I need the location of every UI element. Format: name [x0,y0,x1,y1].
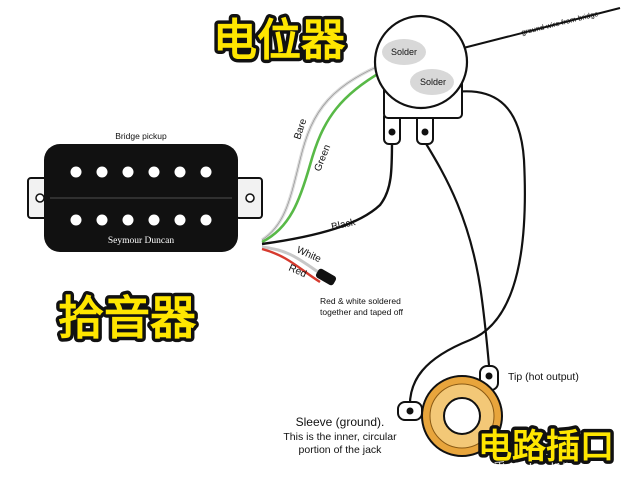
potentiometer: Solder Solder [373,14,469,145]
sleeve-note-3: portion of the jack [299,444,383,456]
label-white: White [295,245,323,266]
pickup-caption: Bridge pickup [115,131,167,141]
hot-wire [424,141,492,377]
label-red: Red [287,263,308,281]
red-white-note-2: together and taped off [320,307,404,317]
green-wire [261,60,401,244]
output-jack [397,365,503,457]
sleeve-note-1: Sleeve (ground). [296,415,385,429]
ground-wire [408,90,526,411]
pickup-brand: Seymour Duncan [108,236,174,246]
watermark: 知乎 @HandAll [480,460,568,475]
label-potentiometer: 电位器 [213,15,346,66]
red-wire [261,247,321,284]
label-pickup: 拾音器 [58,291,197,345]
ground-wire-note: ground wire from bridge [520,9,599,37]
pole-pieces [70,166,212,226]
pot-solder-top: Solder [391,47,417,57]
tip-note: Tip (hot output) [508,371,579,383]
tape-end [315,268,337,286]
pot-solder-side: Solder [420,77,446,87]
red-white-note-1: Red & white soldered [320,296,401,306]
label-jack: 电路插口 [478,427,614,467]
label-black: Black [330,217,357,233]
sleeve-note-2: This is the inner, circular [283,431,397,443]
black-wire [261,139,394,246]
humbucker-pickup: Seymour Duncan [27,144,263,252]
